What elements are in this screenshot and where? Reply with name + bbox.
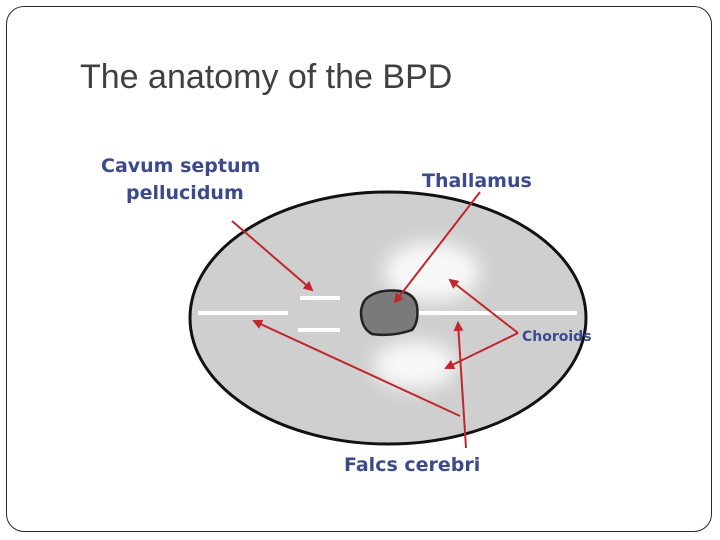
label-cavum-septum-line1: Cavum septum — [101, 155, 260, 177]
falcs-arrow-right — [453, 321, 467, 449]
slide-title: The anatomy of the BPD — [80, 58, 453, 96]
label-thallamus: Thallamus — [422, 170, 532, 192]
falcs-arrow-left — [252, 319, 461, 417]
choroids-arrow-upper — [448, 278, 519, 334]
choroids-arrow-lower — [444, 332, 519, 369]
label-choroids: Choroids — [522, 329, 592, 345]
thalamus-shape — [359, 289, 419, 337]
label-cavum-septum-line2: pellucidum — [126, 182, 244, 204]
label-falcs-cerebri: Falcs cerebri — [344, 454, 480, 476]
choroid-lower-highlight — [373, 341, 457, 389]
cavum-septum-arrow — [231, 220, 314, 292]
thallamus-arrow — [393, 191, 481, 304]
